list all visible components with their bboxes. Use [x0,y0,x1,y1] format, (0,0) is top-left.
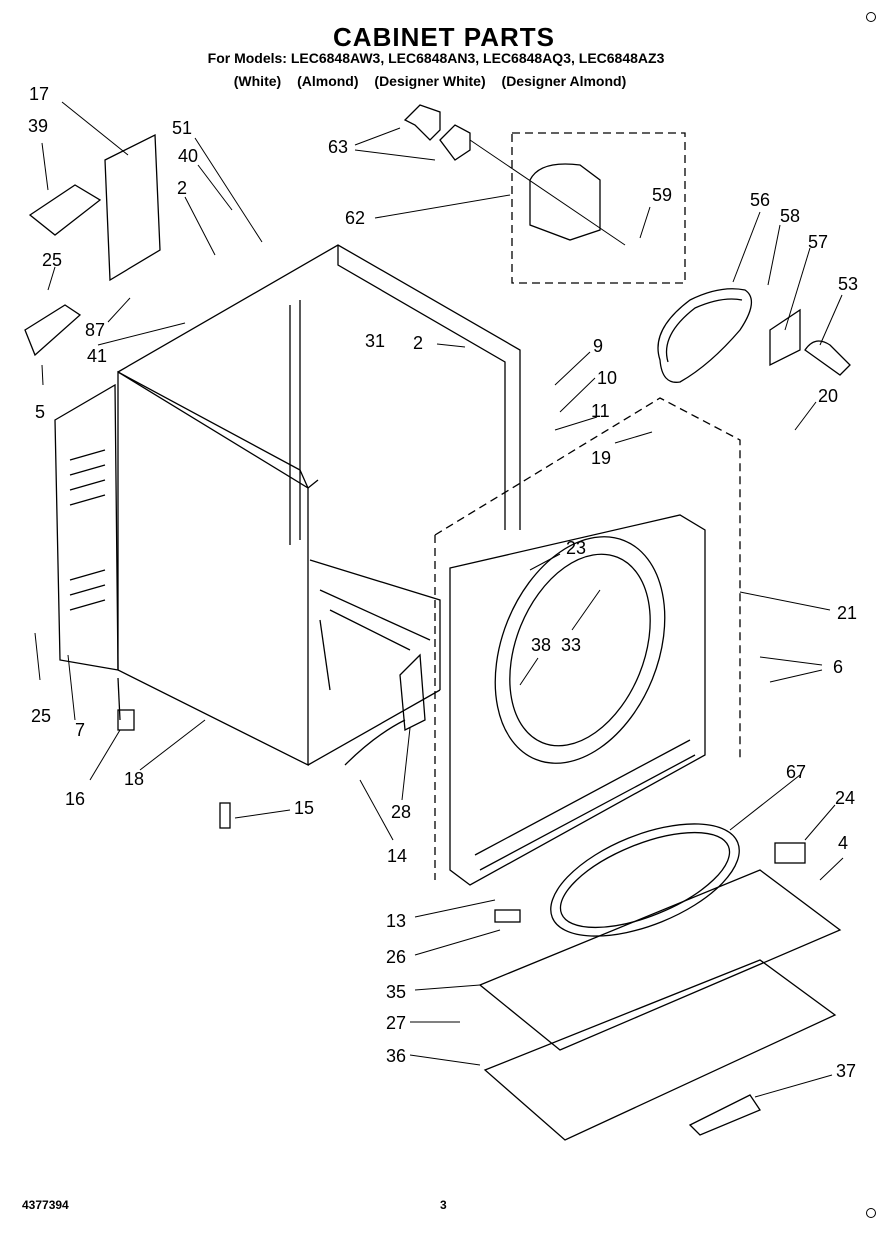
callout-11: 11 [591,401,610,421]
callout-40: 40 [178,146,198,166]
callout-57: 57 [808,232,828,252]
diagram-artwork [24,104,851,1141]
color-designer-almond: (Designer Almond) [501,73,627,89]
callout-62: 62 [345,208,365,228]
color-white: (White) [233,73,282,89]
corner-mark [866,1208,876,1218]
callout-5: 5 [35,402,45,422]
leader-lines [34,101,844,1098]
bracket [28,184,102,236]
callout-28: 28 [391,802,411,822]
callout-36: 36 [386,1046,406,1066]
callout-31: 31 [365,331,385,351]
color-almond: (Almond) [297,73,359,89]
color-designer-white: (Designer White) [374,73,486,89]
motor [529,163,601,241]
callout-16: 16 [65,789,85,809]
callout-labels: 17 39 51 40 2 25 87 41 5 63 62 59 56 58 … [28,84,858,1081]
callout-56: 56 [750,190,770,210]
callout-7: 7 [75,720,85,740]
callout-25b: 25 [31,706,51,726]
toe-panel [478,869,842,1051]
handle [688,1094,761,1136]
idler-pulley [804,340,851,376]
callout-33: 33 [561,635,581,655]
callout-10: 10 [597,368,617,388]
callout-6: 6 [833,657,843,677]
front-panel [449,514,706,886]
callout-63: 63 [328,137,348,157]
idler-bracket [769,308,801,367]
callout-37: 37 [836,1061,856,1081]
callout-24: 24 [835,788,855,808]
callout-17: 17 [29,84,49,104]
callout-59: 59 [652,185,672,205]
callout-9: 9 [593,336,603,356]
callout-27: 27 [386,1013,406,1033]
callout-58: 58 [780,206,800,226]
document-number: 4377394 [22,1198,69,1212]
callout-39: 39 [28,116,48,136]
page-number: 3 [440,1198,447,1212]
page-title: CABINET PARTS [333,22,555,52]
callout-41: 41 [87,346,107,366]
callout-2b: 2 [413,333,423,353]
callout-26: 26 [386,947,406,967]
vent-panel [54,383,119,671]
color-variants: (White) (Almond) (Designer White) (Desig… [70,73,790,89]
callout-2: 2 [177,178,187,198]
callout-18: 18 [124,769,144,789]
callout-38: 38 [531,635,551,655]
callout-67: 67 [786,762,806,782]
callout-15: 15 [294,798,314,818]
callout-13: 13 [386,911,406,931]
cabinet-side-panel [117,370,309,767]
motor-mount [403,104,441,141]
callout-14: 14 [387,846,407,866]
callout-35: 35 [386,982,406,1002]
callout-25: 25 [42,250,62,270]
callout-23: 23 [566,538,586,558]
callout-19: 19 [591,448,611,468]
callout-21: 21 [837,603,857,623]
terminal-block [104,133,161,282]
callout-4: 4 [838,833,848,853]
callout-51: 51 [172,118,192,138]
drive-belt [657,288,752,383]
cabinet-back-edge [117,244,521,530]
base-panel [483,959,837,1141]
callout-20: 20 [818,386,838,406]
corner-mark [866,12,876,22]
models-line: For Models: LEC6848AW3, LEC6848AN3, LEC6… [207,50,665,66]
callout-53: 53 [838,274,858,294]
callout-87: 87 [85,320,105,340]
